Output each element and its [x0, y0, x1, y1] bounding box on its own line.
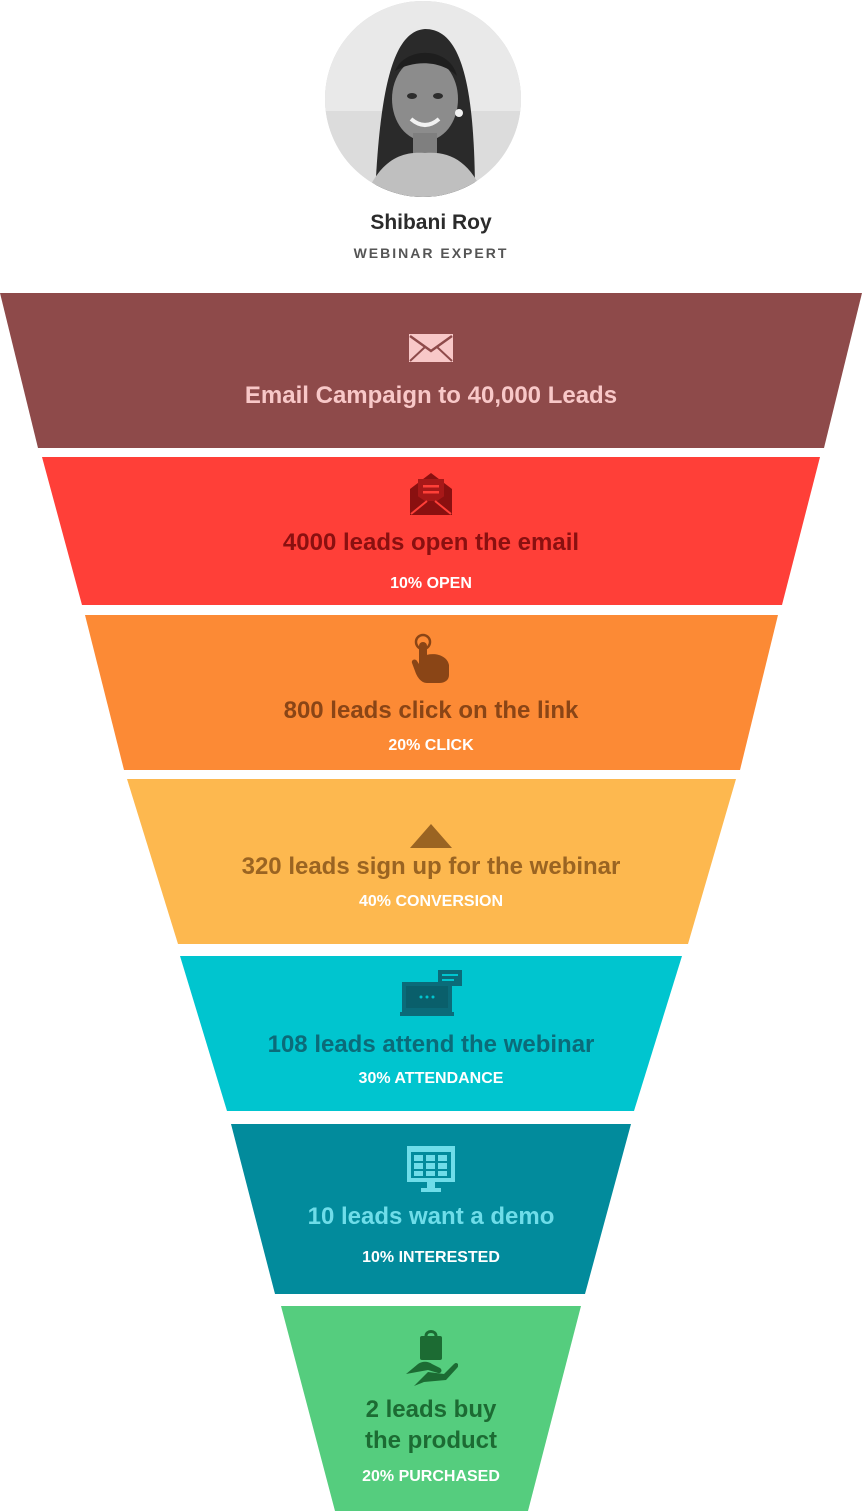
funnel-stage-background [0, 293, 862, 448]
funnel-stage-click-link: 800 leads click on the link 20% CLICK [0, 615, 862, 770]
open-envelope-icon [410, 473, 452, 515]
funnel-stage-background [42, 457, 820, 605]
person-name: Shibani Roy [370, 211, 492, 234]
stage-rate: 10% INTERESTED [362, 1249, 500, 1266]
funnel-stage-background [231, 1124, 631, 1294]
funnel-stage-attend: 108 leads attend the webinar 30% ATTENDA… [0, 956, 862, 1111]
stage-rate: 20% CLICK [388, 737, 474, 754]
stage-headline: Email Campaign to 40,000 Leads [244, 382, 618, 409]
stage-headline: 2 leads buy the product [365, 1396, 497, 1454]
triangle-up-icon [410, 824, 452, 848]
funnel-stage-demo: 10 leads want a demo 10% INTERESTED [0, 1124, 862, 1294]
avatar [325, 1, 521, 197]
funnel-stage-background [180, 956, 682, 1111]
stage-rate: 30% ATTENDANCE [358, 1070, 504, 1087]
funnel-stage-purchase: 2 leads buy the product 20% PURCHASED [0, 1306, 862, 1511]
stage-rate: 10% OPEN [390, 575, 472, 592]
funnel-stage-signup: 320 leads sign up for the webinar 40% CO… [0, 779, 862, 944]
stage-rate: 20% PURCHASED [362, 1468, 500, 1485]
funnel-stage-email-campaign: Email Campaign to 40,000 Leads [0, 293, 862, 448]
stage-headline: 4000 leads open the email [282, 529, 580, 556]
hand-bag-icon [406, 1330, 458, 1386]
stage-rate: 40% CONVERSION [358, 893, 504, 910]
funnel-stage-open-email: 4000 leads open the email 10% OPEN [0, 457, 862, 605]
stage-headline: 108 leads attend the webinar [267, 1031, 595, 1058]
person-role: WEBINAR EXPERT [353, 245, 509, 261]
profile-header: Shibani Roy WEBINAR EXPERT [0, 0, 862, 290]
monitor-calendar-icon [407, 1146, 455, 1192]
funnel-stage-background [85, 615, 778, 770]
envelope-icon [409, 334, 453, 362]
stage-headline: 320 leads sign up for the webinar [241, 853, 621, 880]
stage-headline: 800 leads click on the link [283, 697, 579, 724]
stage-headline: 10 leads want a demo [307, 1203, 555, 1230]
funnel-stage-background [281, 1306, 581, 1511]
pointing-hand-icon [411, 633, 449, 683]
laptop-chat-icon [400, 970, 462, 1016]
funnel-stage-background [127, 779, 736, 944]
